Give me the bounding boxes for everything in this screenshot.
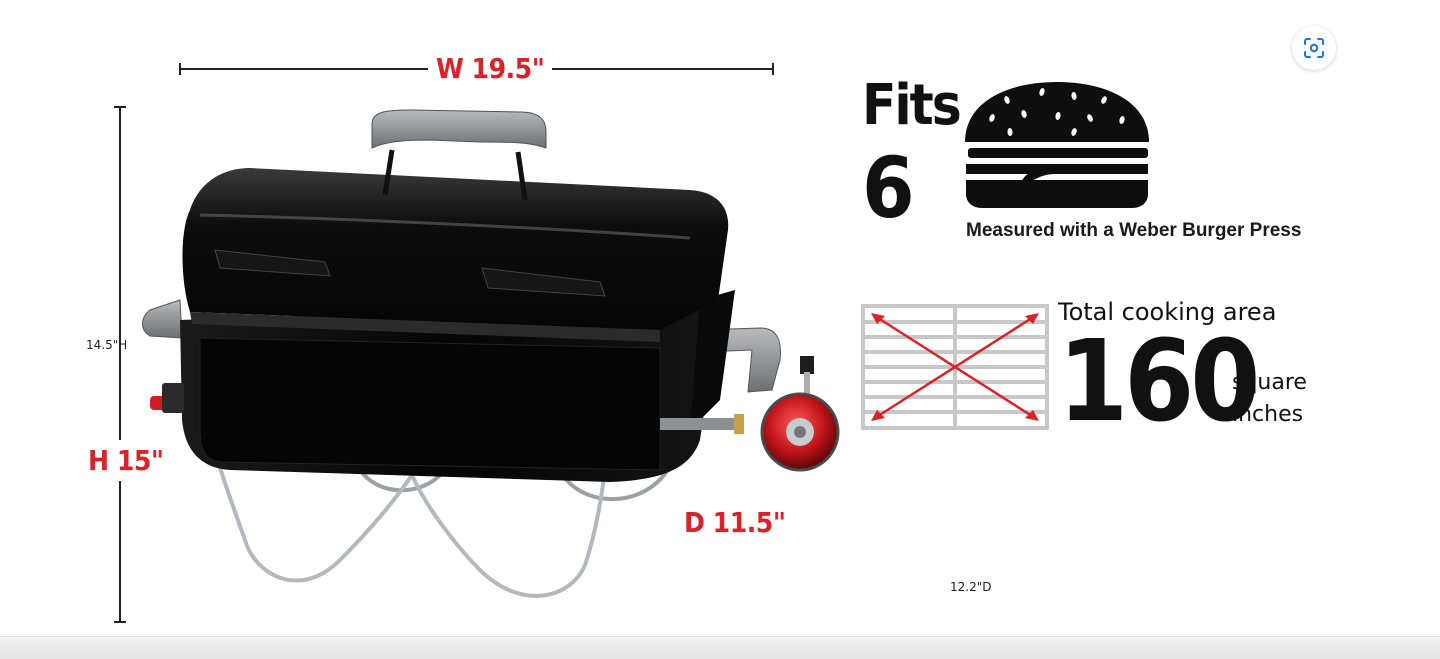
cooking-area-value: 160 bbox=[1058, 317, 1260, 447]
grill-leg-front-right bbox=[410, 445, 610, 598]
width-label: W 19.5" bbox=[428, 52, 553, 85]
depth-label: D 11.5" bbox=[684, 506, 786, 539]
grill-lid bbox=[182, 168, 729, 330]
lens-search-button[interactable] bbox=[1292, 26, 1336, 70]
grill-side-handle-left bbox=[142, 299, 183, 339]
grill-top-handle bbox=[371, 109, 547, 149]
cooking-area-unit-line2: inches bbox=[1232, 402, 1304, 427]
grate-diagonal-icon bbox=[861, 304, 1049, 430]
bottom-bar bbox=[0, 636, 1440, 659]
height-dimension-line bbox=[119, 107, 121, 623]
fits-count: 6 bbox=[862, 139, 915, 237]
burger-icon bbox=[965, 82, 1149, 208]
grill-vent-right bbox=[481, 267, 606, 297]
height-small-label: 14.5"H bbox=[86, 338, 128, 352]
fits-word: Fits bbox=[862, 73, 962, 138]
lens-search-icon bbox=[1304, 38, 1324, 58]
width-dimension-tick-left bbox=[179, 63, 181, 75]
height-label: H 15" bbox=[86, 440, 166, 481]
grill-vent-left bbox=[214, 249, 331, 277]
depth-small-label: 12.2"D bbox=[950, 580, 992, 594]
grill-leg-back-right bbox=[558, 461, 674, 502]
grill-image bbox=[142, 109, 840, 598]
height-dimension-tick-bottom bbox=[114, 621, 126, 623]
cooking-area-unit-line1: square bbox=[1232, 370, 1307, 395]
cooking-area-label: Total cooking area bbox=[1058, 298, 1277, 326]
measured-note: Measured with a Weber Burger Press bbox=[966, 220, 1302, 241]
width-dimension-tick-right bbox=[772, 63, 774, 75]
height-dimension-tick-top bbox=[114, 106, 126, 108]
